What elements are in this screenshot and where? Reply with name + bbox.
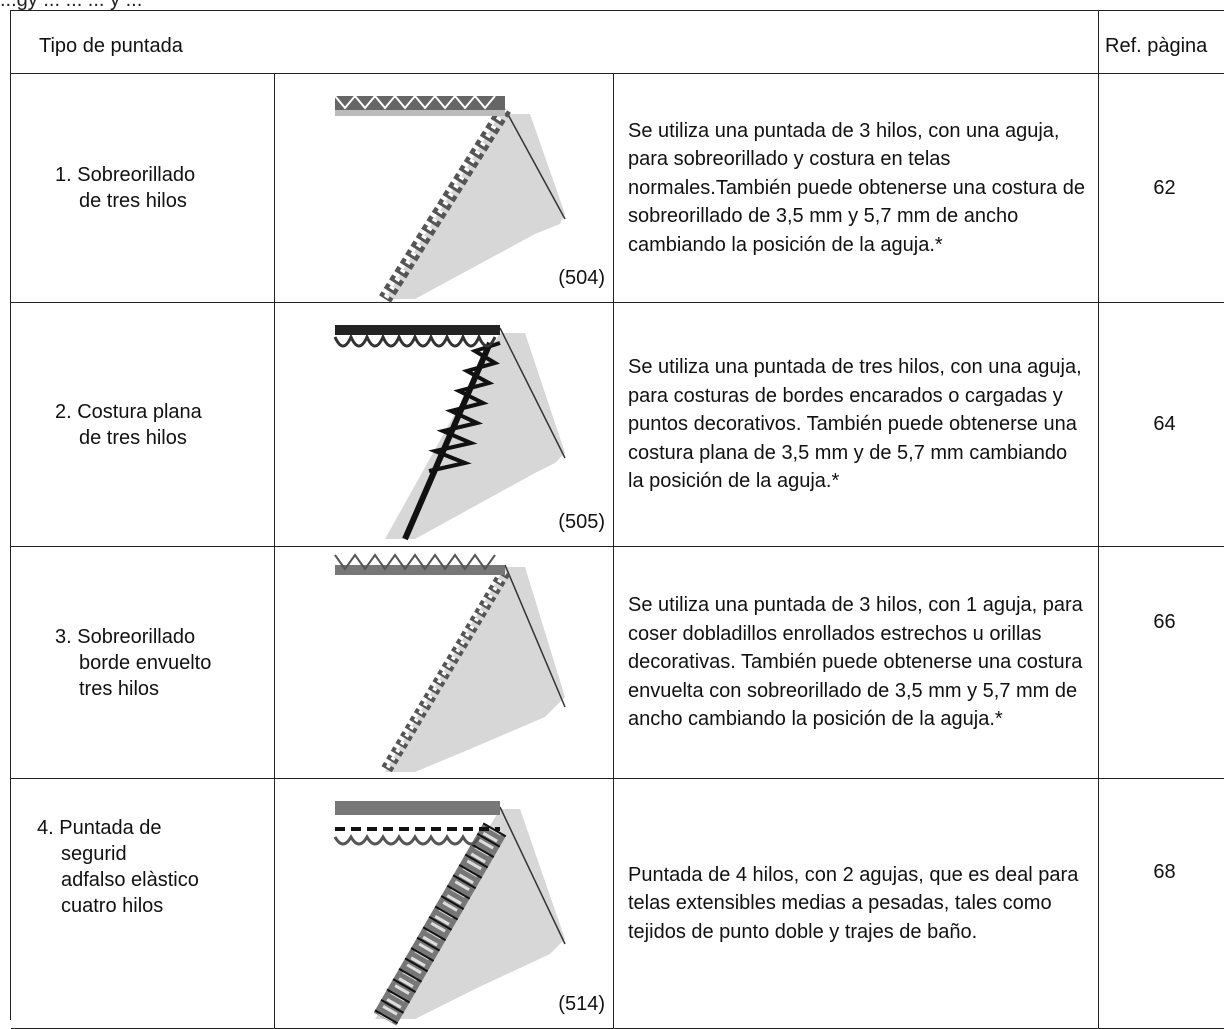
description-text: Se utiliza una puntada de 3 hilos, con u… xyxy=(628,119,1085,256)
overlock-stitch-diagram-icon xyxy=(334,94,566,303)
stitch-image-cell xyxy=(275,547,614,779)
stitch-name-line: 4. Puntada de xyxy=(37,817,162,839)
flatlock-stitch-diagram-icon xyxy=(333,325,566,541)
page-ref-value: 62 xyxy=(1099,74,1224,303)
page-top-caption: ...gy ... ... ... y ... xyxy=(0,0,143,11)
stitch-name-line: 2. Costura plana xyxy=(55,400,202,423)
description-text: Puntada de 4 hilos, con 2 agujas, que es… xyxy=(628,863,1079,943)
stitch-name-line: tres hilos xyxy=(79,677,160,700)
stitch-description: Puntada de 4 hilos, con 2 agujas, que es… xyxy=(614,779,1099,1029)
stitch-name-cell: 1. Sobreorillado de tres hilos xyxy=(11,74,275,303)
safety-stitch-diagram-icon xyxy=(333,801,566,1026)
stitch-description: Se utiliza una puntada de 3 hilos, con u… xyxy=(614,74,1099,303)
stitch-name-line: cuatro hilos xyxy=(61,895,164,917)
stitch-description: Se utiliza una puntada de tres hilos, co… xyxy=(614,303,1099,547)
page-ref-cell: 68 xyxy=(1099,779,1224,1029)
stitch-image-cell: (514) xyxy=(275,779,614,1029)
stitch-name-line: de tres hilos xyxy=(79,426,187,449)
stitch-name-cell: 3. Sobreorillado borde envuelto tres hil… xyxy=(11,547,275,779)
stitch-code: (504) xyxy=(558,267,605,289)
stitch-code: (505) xyxy=(558,511,605,533)
description-text: Se utiliza una puntada de 3 hilos, con 1… xyxy=(628,594,1083,731)
stitch-name-line: adfalso elàstico xyxy=(61,869,199,891)
stitch-name-cell: 4. Puntada de segurid adfalso elàstico c… xyxy=(11,779,275,1029)
stitch-name-cell: 2. Costura plana de tres hilos xyxy=(11,303,275,547)
stitch-image-cell: (504) xyxy=(275,74,614,303)
page-ref-value: 66 xyxy=(1099,547,1224,779)
page-ref-text: 66 xyxy=(1153,611,1176,633)
stitch-image-cell: (505) xyxy=(275,303,614,547)
page-ref-value: 64 xyxy=(1099,303,1224,547)
stitch-code: (514) xyxy=(558,993,605,1015)
stitch-description: Se utiliza una puntada de 3 hilos, con 1… xyxy=(614,547,1099,779)
stitch-name-line: 1. Sobreorillado xyxy=(55,164,196,186)
stitch-name-line: 3. Sobreorillado xyxy=(55,625,196,648)
stitch-name-line: segurid xyxy=(61,843,127,865)
stitch-name-line: borde envuelto xyxy=(79,651,212,674)
description-text: Se utiliza una puntada de tres hilos, co… xyxy=(628,356,1082,493)
stitch-table: Tipo de puntada Ref. pàgina 1. Sobreoril… xyxy=(10,10,1224,1029)
page-ref-text: 68 xyxy=(1153,861,1176,883)
rolled-hem-stitch-diagram-icon xyxy=(334,553,566,776)
header-stitch-type: Tipo de puntada xyxy=(11,11,1099,74)
header-page-ref: Ref. pàgina xyxy=(1099,11,1224,74)
stitch-name-line: de tres hilos xyxy=(79,190,187,212)
